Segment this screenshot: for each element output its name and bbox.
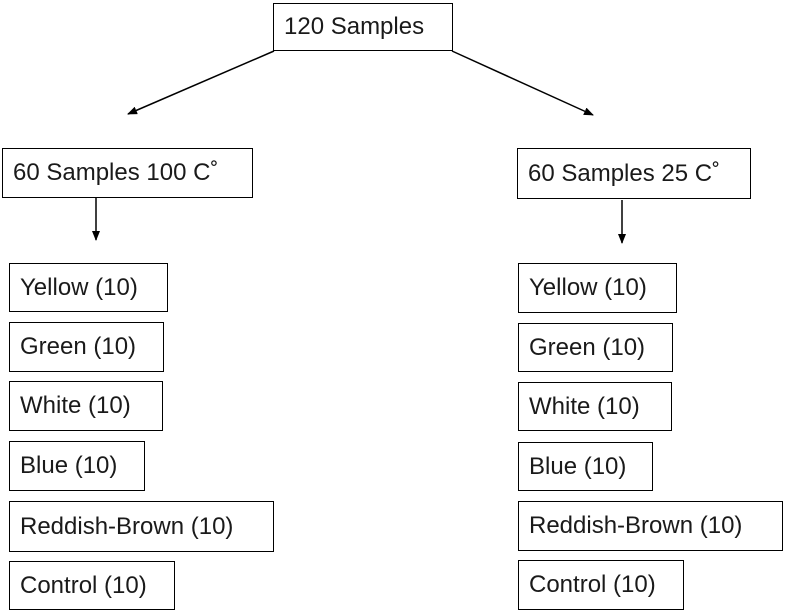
right-item-green: Green (10)	[518, 323, 673, 372]
arrow-root-to-left	[127, 50, 275, 115]
right-item-label: Green (10)	[529, 333, 646, 361]
left-item-control: Control (10)	[9, 561, 175, 610]
left-item-label: Yellow (10)	[20, 273, 138, 301]
right-item-reddish-brown: Reddish-Brown (10)	[518, 501, 783, 551]
right-item-label: White (10)	[529, 392, 640, 420]
branch-node-left-label: 60 Samples 100 C˚	[13, 159, 219, 186]
branch-node-right-label: 60 Samples 25 C˚	[528, 159, 721, 187]
left-item-label: Green (10)	[20, 333, 137, 360]
right-item-label: Blue (10)	[529, 452, 627, 480]
left-item-green: Green (10)	[9, 322, 164, 372]
branch-node-right: 60 Samples 25 C˚	[517, 148, 751, 199]
branch-node-left: 60 Samples 100 C˚	[2, 148, 253, 198]
root-node: 120 Samples	[273, 3, 453, 51]
left-item-label: White (10)	[20, 392, 131, 419]
right-item-white: White (10)	[518, 382, 672, 431]
left-item-blue: Blue (10)	[9, 441, 145, 491]
left-item-white: White (10)	[9, 381, 163, 431]
left-item-label: Blue (10)	[20, 452, 118, 479]
right-item-yellow: Yellow (10)	[518, 263, 677, 313]
right-item-label: Yellow (10)	[529, 274, 647, 301]
left-item-reddish-brown: Reddish-Brown (10)	[9, 501, 274, 552]
root-node-label: 120 Samples	[284, 13, 425, 40]
right-item-blue: Blue (10)	[518, 442, 653, 491]
right-item-label: Control (10)	[529, 571, 656, 598]
arrow-root-to-right	[451, 50, 594, 116]
left-item-yellow: Yellow (10)	[9, 263, 168, 312]
left-item-label: Control (10)	[20, 571, 147, 599]
right-item-control: Control (10)	[518, 560, 684, 610]
right-item-label: Reddish-Brown (10)	[529, 512, 743, 539]
left-item-label: Reddish-Brown (10)	[20, 512, 234, 540]
